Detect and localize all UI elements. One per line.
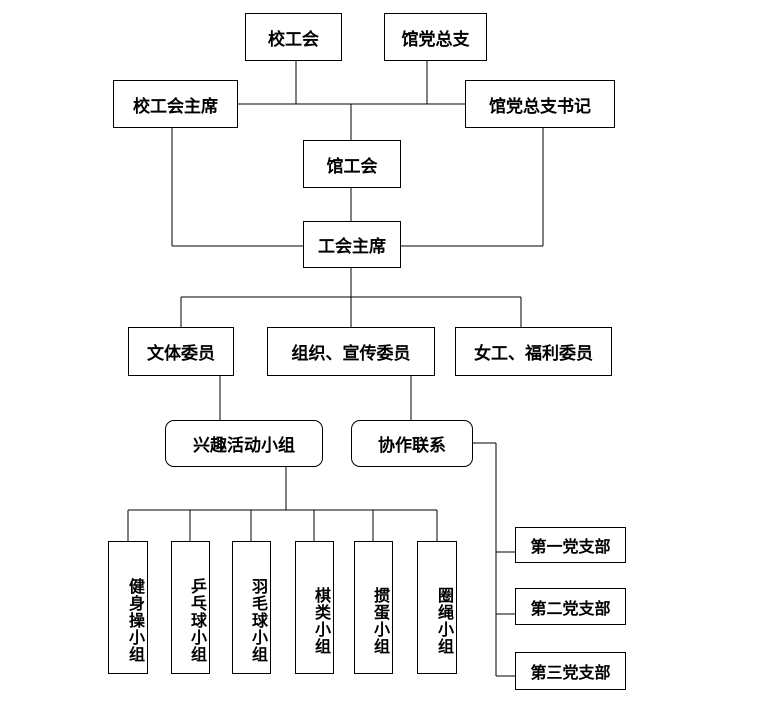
party-branch-3-label: 第三党支部 bbox=[530, 663, 611, 682]
organization-publicity-member-box: 组织、宣传委员 bbox=[267, 327, 435, 376]
school-union-chair-label: 校工会主席 bbox=[133, 96, 218, 117]
party-branch-1-label: 第一党支部 bbox=[530, 537, 611, 556]
culture-sports-member-label: 文体委员 bbox=[147, 344, 215, 364]
group-label: 掼蛋小组 bbox=[371, 586, 390, 655]
school-union-box: 校工会 bbox=[245, 13, 342, 61]
culture-sports-member-box: 文体委员 bbox=[128, 327, 234, 376]
party-branch-3-box: 第三党支部 bbox=[515, 652, 626, 690]
interest-groups-box: 兴趣活动小组 bbox=[165, 420, 323, 467]
interest-groups-label: 兴趣活动小组 bbox=[193, 436, 295, 456]
school-union-label: 校工会 bbox=[268, 29, 319, 50]
library-union-box: 馆工会 bbox=[303, 140, 401, 188]
group-label: 健身操小组 bbox=[126, 578, 145, 663]
party-branch-secretary-box: 馆党总支书记 bbox=[465, 80, 615, 128]
group-box: 乒乓球小组 bbox=[171, 541, 210, 674]
party-branch-2-box: 第二党支部 bbox=[515, 588, 626, 625]
group-label: 圈绳小组 bbox=[435, 586, 454, 655]
women-welfare-member-label: 女工、福利委员 bbox=[474, 344, 593, 364]
party-branch-box: 馆党总支 bbox=[384, 13, 487, 61]
group-box: 棋类小组 bbox=[295, 541, 334, 674]
group-box: 圈绳小组 bbox=[417, 541, 457, 674]
library-union-label: 馆工会 bbox=[326, 156, 378, 177]
party-branch-1-box: 第一党支部 bbox=[515, 527, 626, 563]
cooperation-label: 协作联系 bbox=[378, 436, 446, 456]
union-chair-label: 工会主席 bbox=[318, 237, 386, 257]
party-branch-2-label: 第二党支部 bbox=[530, 598, 611, 618]
school-union-chair-box: 校工会主席 bbox=[113, 80, 238, 128]
group-label: 羽毛球小组 bbox=[249, 578, 268, 663]
group-box: 羽毛球小组 bbox=[232, 541, 271, 674]
group-label: 乒乓球小组 bbox=[188, 578, 207, 663]
party-branch-secretary-label: 馆党总支书记 bbox=[489, 96, 591, 117]
cooperation-box: 协作联系 bbox=[351, 420, 473, 467]
union-chair-box: 工会主席 bbox=[303, 221, 401, 268]
group-box: 健身操小组 bbox=[108, 541, 148, 674]
group-label: 棋类小组 bbox=[312, 586, 331, 655]
organization-publicity-member-label: 组织、宣传委员 bbox=[291, 344, 411, 364]
women-welfare-member-box: 女工、福利委员 bbox=[455, 327, 612, 376]
group-box: 掼蛋小组 bbox=[354, 541, 393, 674]
party-branch-label: 馆党总支 bbox=[401, 29, 470, 50]
